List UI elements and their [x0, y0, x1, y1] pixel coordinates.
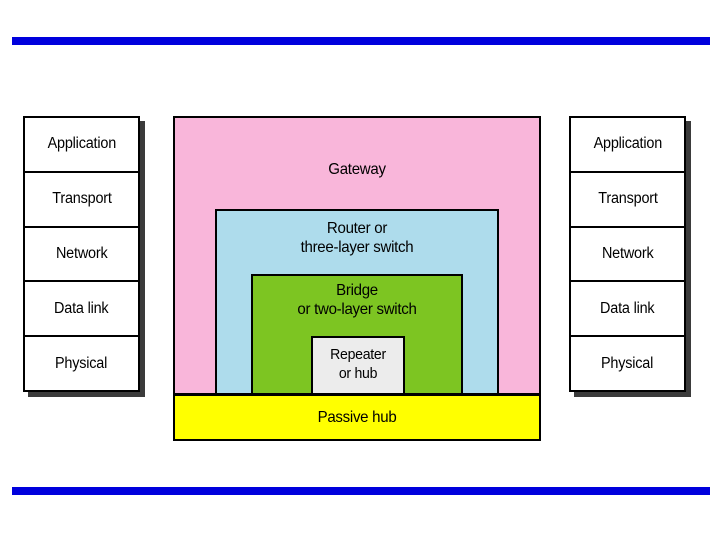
layer-label: Data link	[54, 299, 109, 317]
box-router-label-line1: Router or	[326, 220, 388, 237]
layer-cell-transport[interactable]: Transport	[23, 170, 140, 228]
layer-label: Physical	[601, 354, 654, 372]
layer-label: Network	[601, 244, 654, 262]
box-repeater-label-line2: or hub	[338, 365, 378, 382]
osi-stack-left: Application Transport Network Data link …	[23, 116, 145, 397]
box-bridge-label: Bridge or two-layer switch	[259, 281, 455, 319]
layer-label: Transport	[51, 190, 112, 208]
layer-label: Data link	[600, 299, 655, 317]
box-repeater-label: Repeater or hub	[316, 345, 401, 383]
layer-label: Application	[47, 135, 116, 153]
layer-cell-application[interactable]: Application	[569, 116, 686, 173]
device-layer-diagram: Gateway Router or three-layer switch Bri…	[173, 116, 541, 441]
top-divider-rule	[12, 37, 710, 45]
layer-cell-physical[interactable]: Physical	[23, 335, 140, 392]
box-bridge-label-line1: Bridge	[336, 282, 378, 299]
layer-cell-network[interactable]: Network	[23, 225, 140, 283]
box-router-label-line2: three-layer switch	[300, 239, 414, 256]
layer-cell-data-link[interactable]: Data link	[569, 280, 686, 338]
box-passive-hub-label: Passive hub	[317, 409, 397, 426]
layer-label: Application	[593, 135, 662, 153]
layer-cell-physical[interactable]: Physical	[569, 335, 686, 392]
box-passive-hub[interactable]: Passive hub	[173, 394, 541, 441]
layer-cell-data-link[interactable]: Data link	[23, 280, 140, 338]
box-bridge-label-line2: or two-layer switch	[297, 301, 417, 318]
layer-cell-network[interactable]: Network	[569, 225, 686, 283]
layer-label: Transport	[597, 190, 658, 208]
layer-cell-transport[interactable]: Transport	[569, 170, 686, 228]
layer-cell-application[interactable]: Application	[23, 116, 140, 173]
layer-label: Physical	[55, 354, 108, 372]
box-router-label: Router or three-layer switch	[225, 219, 488, 257]
osi-stack-right: Application Transport Network Data link …	[569, 116, 691, 397]
box-repeater[interactable]: Repeater or hub	[311, 336, 405, 395]
box-bridge[interactable]: Bridge or two-layer switch	[251, 274, 463, 395]
layer-label: Network	[55, 244, 108, 262]
box-repeater-label-line1: Repeater	[330, 346, 386, 363]
bottom-divider-rule	[12, 487, 710, 495]
stack-body: Application Transport Network Data link …	[569, 116, 686, 392]
stack-body: Application Transport Network Data link …	[23, 116, 140, 392]
box-gateway-label: Gateway	[328, 161, 386, 178]
